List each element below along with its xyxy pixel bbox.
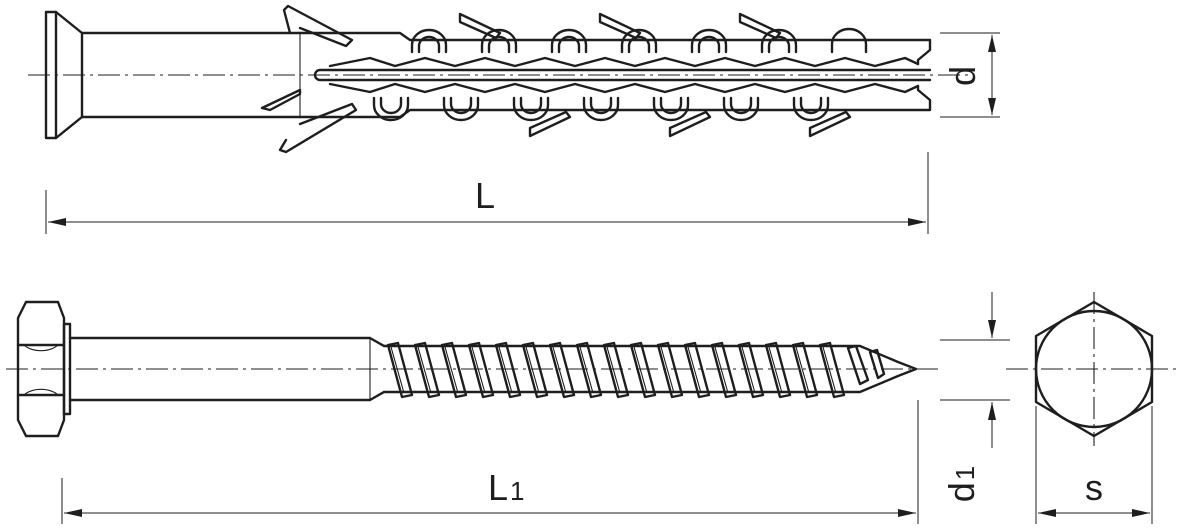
anchor-diameter-dimension: d	[940, 32, 1000, 118]
screw-thread	[382, 341, 918, 399]
anchor-sleeve	[80, 31, 302, 119]
anchor-bottom-barbs	[528, 110, 852, 138]
anchor-slot	[313, 68, 932, 82]
screw-length-dimension: L1	[61, 400, 919, 524]
screw-length-label: L	[488, 467, 508, 508]
screw-hex-end-view: s	[1006, 292, 1180, 524]
anchor-length-label: L	[475, 175, 495, 216]
screw-diameter-subscript: 1	[950, 466, 980, 480]
svg-text:d1: d1	[941, 466, 982, 503]
anchor-length-dimension: L	[45, 152, 929, 234]
screw-drawing: L1 d1 s	[6, 292, 1180, 524]
hex-outline	[1034, 300, 1154, 438]
screw-length-subscript: 1	[510, 476, 524, 506]
anchor-top-wing	[282, 4, 354, 48]
anchor-bottom-wing	[278, 102, 358, 154]
screw-diameter-dimension: d1	[940, 292, 1010, 502]
anchor-top-bulbs	[410, 27, 868, 54]
svg-text:L1: L1	[488, 467, 525, 508]
screw-head	[16, 300, 66, 438]
hex-inner-circle	[1034, 309, 1154, 429]
screw-diameter-label: d	[941, 482, 982, 502]
anchor-diameter-label: d	[942, 66, 983, 86]
screw-collar	[62, 322, 72, 416]
anchor-drawing: d L	[28, 4, 1000, 234]
anchor-top-barbs	[458, 12, 782, 40]
hex-wrench-size-label: s	[1085, 467, 1103, 508]
